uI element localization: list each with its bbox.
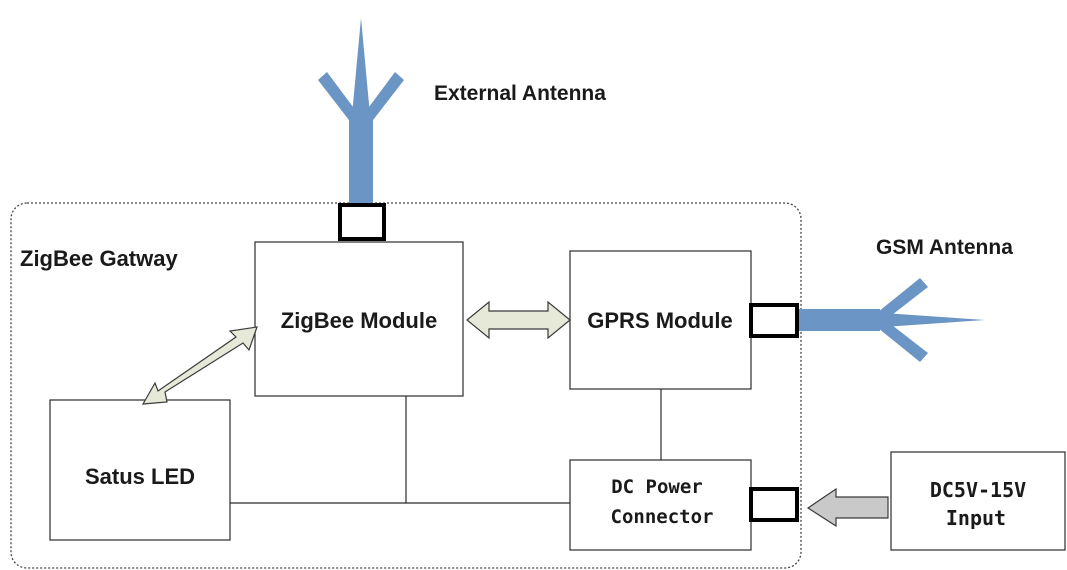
gateway-title: ZigBee Gatway bbox=[20, 246, 178, 271]
external-antenna-label: External Antenna bbox=[434, 82, 606, 105]
status-led-label: Satus LED bbox=[85, 464, 195, 489]
zigbee-module-block bbox=[254, 241, 464, 397]
dc-input-label-line2: Input bbox=[946, 506, 1006, 530]
dc-input-port bbox=[749, 487, 799, 522]
zigbee-gprs-double-arrow bbox=[466, 300, 571, 340]
dc-input-arrow bbox=[806, 487, 889, 528]
port-connectors bbox=[338, 203, 799, 522]
dc-power-label-line1: DC Power bbox=[611, 476, 703, 498]
gsm-antenna-port bbox=[749, 303, 799, 338]
dc-input-label-line1: DC5V-15V bbox=[930, 478, 1026, 502]
status-led-block bbox=[49, 399, 231, 541]
external-antenna-port bbox=[338, 203, 386, 241]
external-antenna-icon bbox=[318, 18, 404, 204]
dc-input-block bbox=[890, 451, 1066, 551]
gsm-antenna-label: GSM Antenna bbox=[876, 236, 1013, 259]
gateway-enclosure bbox=[10, 202, 802, 569]
dc-power-label-line2: Connector bbox=[611, 506, 714, 528]
zigbee-module-label: ZigBee Module bbox=[281, 308, 437, 333]
gsm-antenna-icon bbox=[798, 278, 985, 362]
dc-power-connector-block bbox=[569, 459, 752, 551]
led-zigbee-double-arrow bbox=[141, 326, 258, 405]
connection-lines bbox=[230, 389, 662, 504]
gprs-module-label: GPRS Module bbox=[587, 308, 732, 333]
